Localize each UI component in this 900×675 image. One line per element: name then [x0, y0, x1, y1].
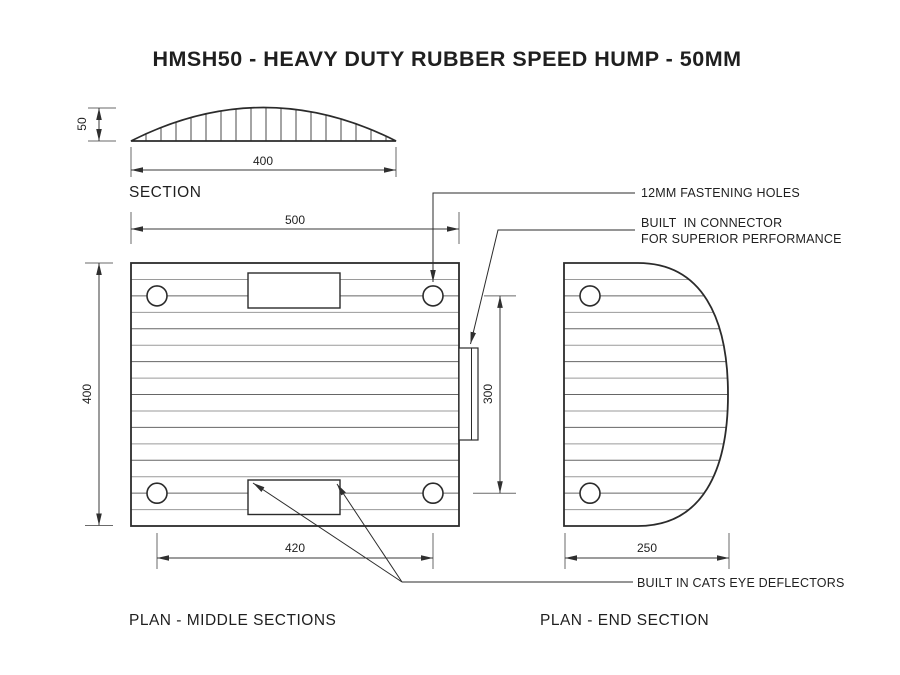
- middle-plan-rib-lines: [131, 278, 459, 511]
- dim-middle-holes-value: 420: [285, 541, 305, 555]
- dim-middle-width: 500: [130, 212, 460, 244]
- section-view: 50 400 SECTION: [75, 106, 397, 201]
- cats-eye-deflector-top: [247, 272, 341, 309]
- callout-connector-text-line2: FOR SUPERIOR PERFORMANCE: [641, 232, 842, 246]
- cats-eye-deflector-bottom: [247, 479, 341, 516]
- dim-connector-spacing: 300: [473, 295, 516, 494]
- dim-middle-width-value: 500: [285, 213, 305, 227]
- drawing-title: HMSH50 - HEAVY DUTY RUBBER SPEED HUMP - …: [152, 47, 741, 71]
- end-hole-bottom: [579, 482, 601, 505]
- fastening-hole-top-right: [422, 285, 444, 307]
- end-hole-top: [579, 285, 601, 307]
- dim-end-width-value: 250: [637, 541, 657, 555]
- dim-section-height-value: 50: [75, 117, 89, 131]
- callout-connector-text-line1: BUILT IN CONNECTOR: [641, 216, 782, 230]
- connector-tab: [458, 347, 479, 441]
- dim-middle-holes: 420: [156, 533, 434, 569]
- callout-fastening-holes: 12MM FASTENING HOLES: [430, 186, 800, 282]
- end-plan-outline: [563, 262, 729, 527]
- dim-section-width-value: 400: [253, 154, 273, 168]
- plan-end-view: 250 PLAN - END SECTION: [540, 262, 730, 629]
- dim-middle-height-value: 400: [80, 384, 94, 404]
- hump-hatch-lines: [145, 107, 387, 141]
- dim-connector-spacing-value: 300: [481, 384, 495, 404]
- plan-middle-label: PLAN - MIDDLE SECTIONS: [129, 612, 336, 629]
- plan-middle-view: 500 400 420 300 PLAN - MIDDLE SECTIONS: [80, 212, 516, 629]
- dim-section-height: 50: [75, 107, 116, 142]
- dim-section-width: 400: [130, 147, 397, 177]
- callout-connector: BUILT IN CONNECTOR FOR SUPERIOR PERFORMA…: [470, 216, 842, 345]
- hump-outline: [130, 106, 397, 142]
- callout-cats-eye-text: BUILT IN CATS EYE DEFLECTORS: [637, 576, 845, 590]
- fastening-hole-bottom-left: [146, 482, 168, 505]
- dim-end-width: 250: [564, 533, 730, 569]
- fastening-hole-bottom-right: [422, 482, 444, 505]
- section-label: SECTION: [129, 184, 201, 201]
- callout-cats-eye: BUILT IN CATS EYE DEFLECTORS: [252, 482, 845, 590]
- plan-end-label: PLAN - END SECTION: [540, 612, 709, 629]
- dim-middle-height: 400: [80, 262, 113, 526]
- callout-fastening-holes-text: 12MM FASTENING HOLES: [641, 186, 800, 200]
- fastening-hole-top-left: [146, 285, 168, 307]
